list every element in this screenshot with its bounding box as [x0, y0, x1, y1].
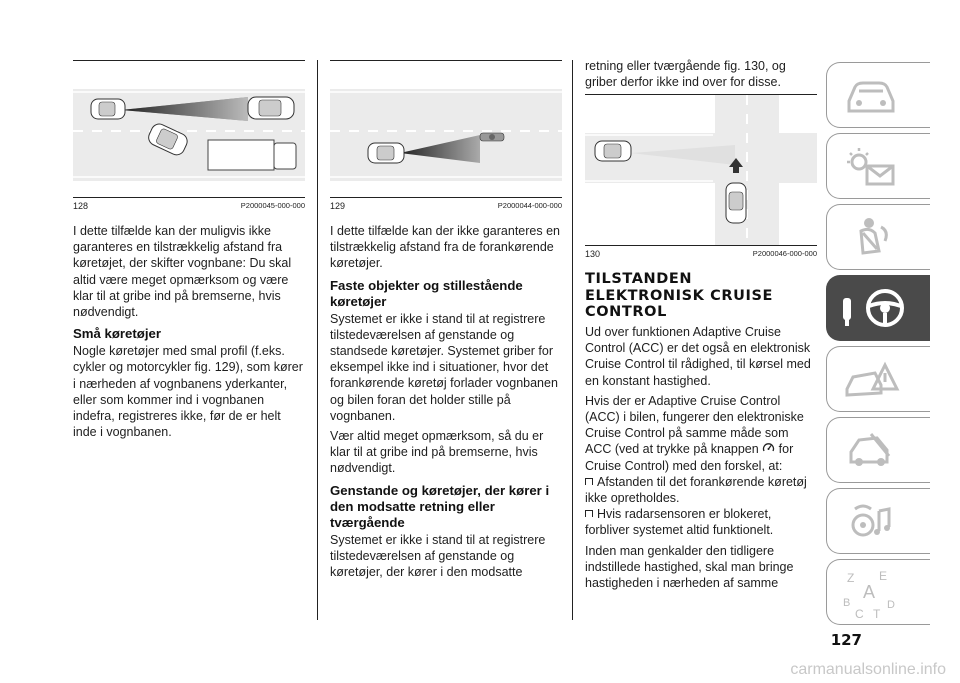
svg-text:Z: Z: [847, 571, 854, 585]
bullet-text: Afstanden til det forankørende køretøj i…: [585, 474, 807, 505]
figure-130: [585, 94, 817, 247]
paragraph: Inden man genkalder den tidligere indsti…: [585, 543, 794, 590]
column-2: 129 P2000044-000-000 I dette tilfælde ka…: [330, 60, 562, 580]
figure-129: [330, 60, 562, 198]
page-number: 127: [830, 631, 862, 649]
warning-lights-icon: [847, 148, 895, 186]
bullet-marker: [585, 477, 593, 485]
multimedia-icon: [851, 504, 891, 537]
figure-number: 129: [330, 201, 346, 211]
watermark: carmanualsonline.info: [790, 661, 946, 678]
svg-text:T: T: [873, 607, 881, 621]
paragraph: Hvis der er Adaptive Cruise Control (ACC…: [585, 393, 817, 474]
figure-code: P2000046-000-000: [752, 249, 817, 259]
emergency-icon: [845, 361, 900, 397]
figure-128-caption: 128 P2000045-000-000: [73, 201, 305, 211]
tab-maintenance[interactable]: [826, 417, 930, 483]
paragraph: Vær altid meget opmærksom, så du er klar…: [330, 429, 544, 476]
cruise-control-button-icon: [763, 443, 775, 452]
column-separator: [317, 60, 318, 620]
tab-car-overview[interactable]: [826, 62, 930, 128]
figure-code: P2000044-000-000: [497, 201, 562, 210]
paragraph: Systemet er ikke i stand til at registre…: [330, 532, 546, 580]
tab-index[interactable]: Z E A B D C T: [826, 559, 930, 625]
chapter-tabs: Z E A B D C T: [826, 62, 932, 630]
bullet-marker: [585, 510, 593, 518]
svg-text:B: B: [843, 597, 850, 609]
tab-safety[interactable]: [826, 204, 930, 270]
figure-128: [73, 60, 305, 198]
section-heading: Små køretøjer: [73, 326, 161, 342]
section-heading: Genstande og køretøjer, der kører i den …: [330, 482, 550, 530]
bullet-text: Hvis radarsensoren er blokeret, forblive…: [585, 507, 774, 538]
safety-icon: [859, 218, 888, 255]
figure-129-caption: 129 P2000044-000-000: [330, 201, 562, 211]
tab-multimedia[interactable]: [826, 488, 930, 554]
car-overview-icon: [847, 81, 895, 113]
paragraph: I dette tilfælde kan der ikke garanteres…: [330, 224, 560, 271]
paragraph: I dette tilfælde kan der muligvis ikke g…: [73, 224, 292, 320]
tab-starting-driving[interactable]: [826, 275, 930, 341]
section-title: TILSTANDEN ELEKTRONISK CRUISE CONTROL: [585, 271, 774, 321]
paragraph: retning eller tværgående fig. 130, og gr…: [585, 59, 786, 90]
column-3: retning eller tværgående fig. 130, og gr…: [585, 58, 817, 591]
svg-text:C: C: [855, 607, 864, 621]
paragraph-part: for Cruise Control) med den forskel, at:: [585, 442, 794, 473]
index-icon: Z E A B D C T: [843, 569, 895, 621]
figure-130-caption: 130 P2000046-000-000: [585, 249, 817, 259]
starting-driving-icon: [843, 289, 904, 327]
figure-number: 130: [585, 249, 601, 260]
paragraph: Nogle køretøjer med smal profil (f.eks. …: [73, 344, 303, 440]
svg-text:D: D: [887, 599, 895, 611]
maintenance-icon: [849, 433, 891, 466]
column-1: 128 P2000045-000-000 I dette tilfælde ka…: [73, 60, 305, 440]
figure-code: P2000045-000-000: [240, 201, 305, 210]
svg-text:E: E: [879, 569, 887, 583]
bullet-item: Hvis radarsensoren er blokeret, forblive…: [585, 506, 817, 538]
svg-text:A: A: [863, 582, 875, 602]
column-separator: [572, 60, 573, 620]
paragraph: Ud over funktionen Adaptive Cruise Contr…: [585, 324, 811, 388]
paragraph-part: Hvis der er Adaptive Cruise Control (ACC…: [585, 393, 804, 457]
tab-emergency[interactable]: [826, 346, 930, 412]
section-heading: Faste objekter og stillestående køretøje…: [330, 277, 523, 309]
bullet-item: Afstanden til det forankørende køretøj i…: [585, 474, 817, 506]
tab-warning-lights[interactable]: [826, 133, 930, 199]
paragraph: Systemet er ikke i stand til at registre…: [330, 311, 558, 423]
figure-number: 128: [73, 201, 89, 211]
